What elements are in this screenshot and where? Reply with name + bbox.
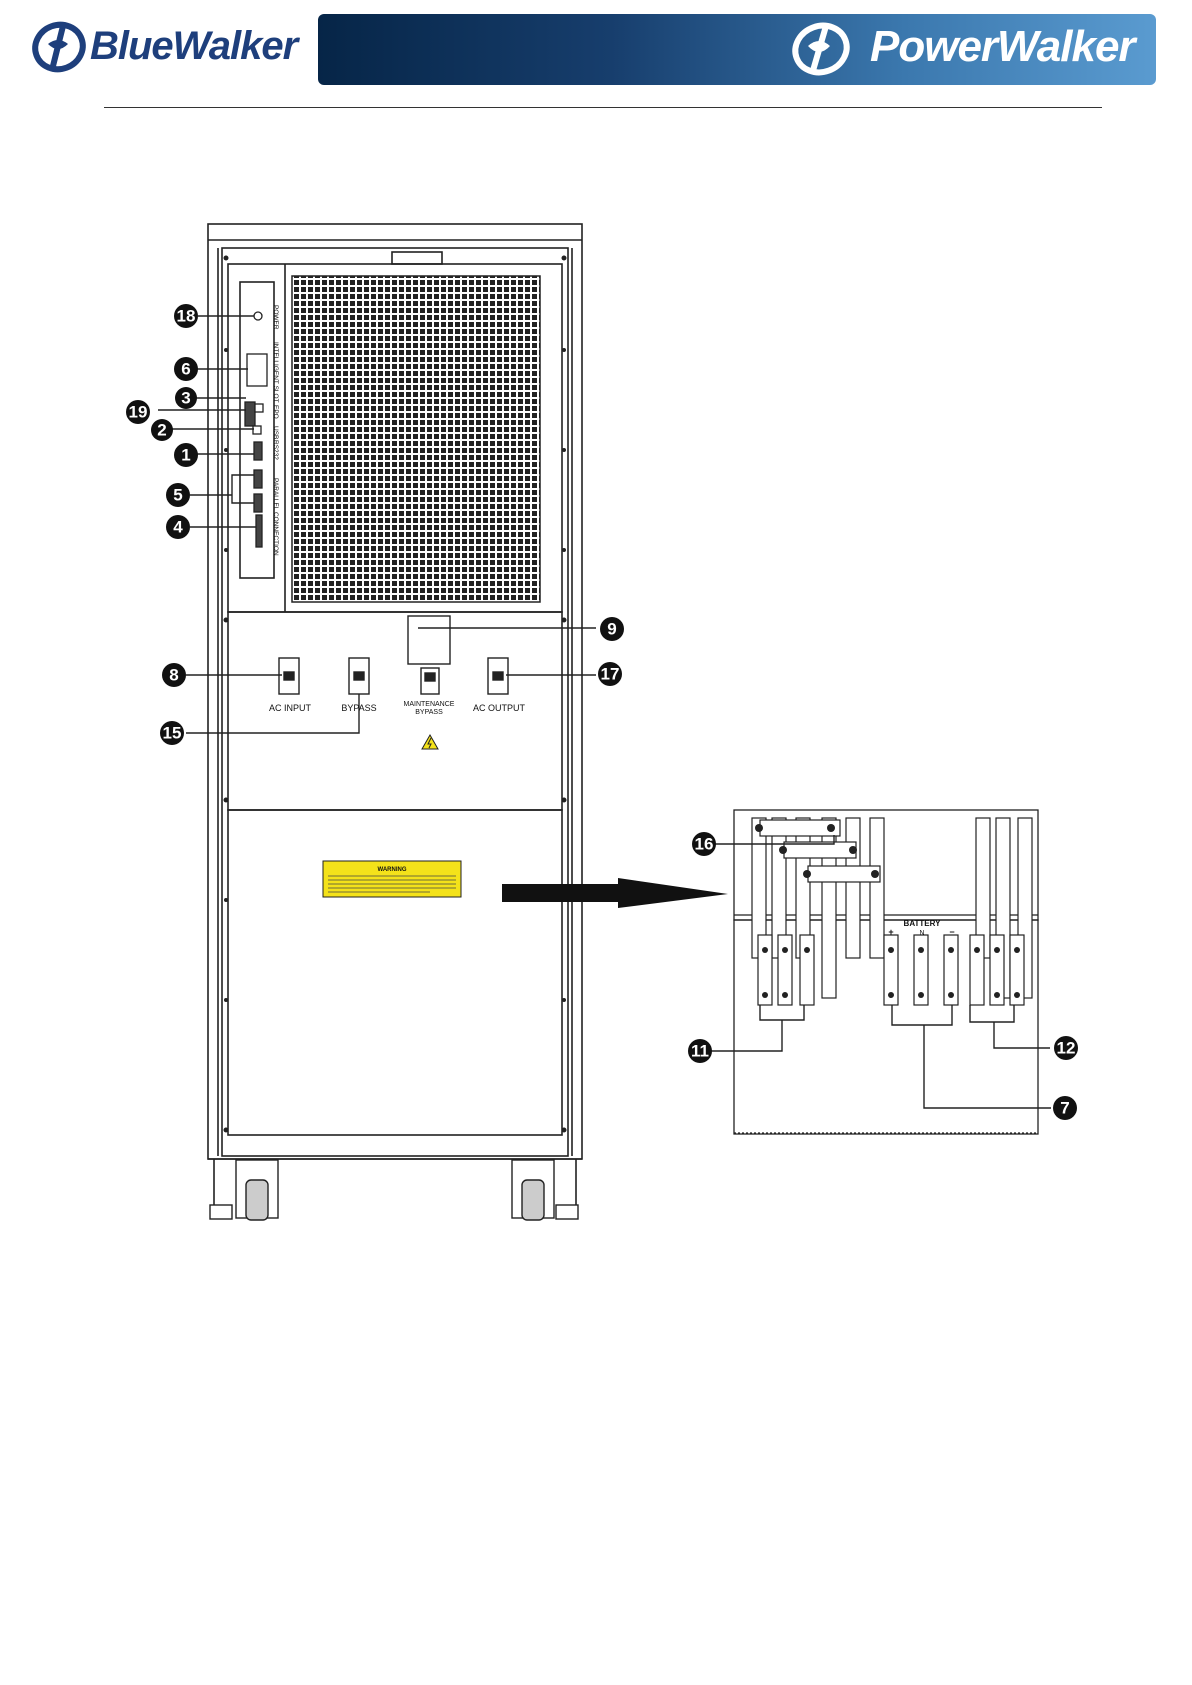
label-ac-input: AC INPUT xyxy=(269,703,312,713)
rs232-port xyxy=(254,442,262,460)
parallel-card-connector xyxy=(256,515,262,547)
svg-text:9: 9 xyxy=(607,620,616,639)
warning-title: WARNING xyxy=(378,867,407,873)
label-epo: EPO xyxy=(272,405,279,419)
parallel-port-1 xyxy=(254,470,262,488)
callout-7: 7 xyxy=(1053,1096,1077,1120)
svg-text:18: 18 xyxy=(177,307,196,326)
svg-text:2: 2 xyxy=(157,421,166,440)
svg-text:6: 6 xyxy=(181,360,190,379)
label-maintenance: MAINTENANCE xyxy=(404,701,455,708)
epo-jumper xyxy=(255,404,263,412)
svg-text:16: 16 xyxy=(695,835,714,854)
callout-12: 12 xyxy=(1054,1036,1078,1060)
label-ac-output: AC OUTPUT xyxy=(473,703,526,713)
svg-text:3: 3 xyxy=(181,389,190,408)
label-rs232: RS232 xyxy=(272,440,279,460)
svg-text:17: 17 xyxy=(601,665,620,684)
label-battery: BATTERY xyxy=(904,919,942,928)
label-battery-plus: + xyxy=(888,927,893,937)
label-parallel-connection: PARALLEL CONNECTION xyxy=(272,478,279,556)
parallel-port-2 xyxy=(254,494,262,512)
callout-16: 16 xyxy=(692,832,716,856)
maintenance-bypass-cover xyxy=(408,616,450,664)
callout-4: 4 xyxy=(166,515,190,539)
svg-text:11: 11 xyxy=(691,1042,709,1061)
callout-6: 6 xyxy=(174,357,198,381)
usb-port xyxy=(253,426,261,434)
svg-text:19: 19 xyxy=(129,403,148,422)
label-battery-n: N xyxy=(919,930,924,937)
label-intelligent-slot: INTELLIGENT SLOT xyxy=(272,342,279,403)
label-usb: USB xyxy=(272,426,279,439)
label-maintenance-bypass: BYPASS xyxy=(415,709,443,716)
callout-15: 15 xyxy=(160,721,184,745)
callout-19: 19 xyxy=(126,400,150,424)
power-led xyxy=(254,312,262,320)
callout-3: 3 xyxy=(175,387,197,409)
casters xyxy=(210,1160,578,1220)
callout-5: 5 xyxy=(166,483,190,507)
label-battery-minus: − xyxy=(949,927,954,937)
callout-11: 11 xyxy=(688,1039,712,1063)
label-power: POWER xyxy=(272,305,279,330)
callout-1: 1 xyxy=(174,443,198,467)
epo-port xyxy=(245,402,255,426)
callout-8: 8 xyxy=(162,663,186,687)
callout-17: 17 xyxy=(598,662,622,686)
svg-text:5: 5 xyxy=(173,486,182,505)
svg-text:7: 7 xyxy=(1060,1099,1069,1118)
svg-text:1: 1 xyxy=(181,446,190,465)
callout-18: 18 xyxy=(174,304,198,328)
warning-sticker: WARNING xyxy=(323,861,461,897)
ventilation-grille xyxy=(292,276,540,602)
intelligent-slot xyxy=(247,354,267,386)
svg-text:12: 12 xyxy=(1057,1039,1076,1058)
svg-text:4: 4 xyxy=(173,518,183,537)
svg-text:15: 15 xyxy=(163,724,182,743)
callout-9: 9 xyxy=(600,617,624,641)
svg-text:8: 8 xyxy=(169,666,178,685)
callout-2: 2 xyxy=(151,419,173,441)
